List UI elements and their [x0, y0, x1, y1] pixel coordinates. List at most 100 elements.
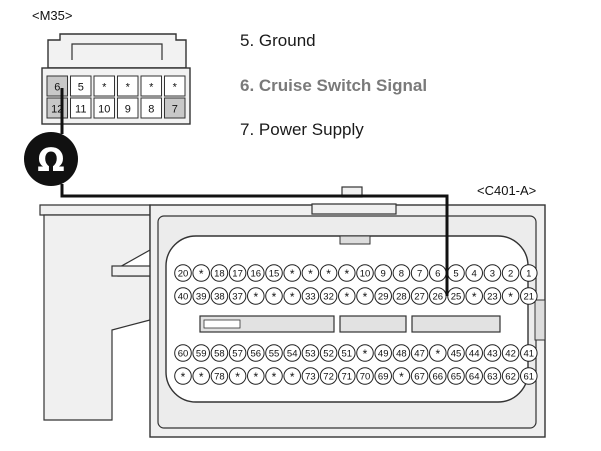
c401-pin-label: 10 — [360, 268, 371, 279]
c401-pin: 66 — [429, 367, 447, 385]
m35-pin: 5 — [70, 75, 92, 97]
c401-pin: 73 — [301, 367, 320, 385]
c401-pin: * — [465, 287, 484, 305]
c401-pin: 9 — [374, 264, 393, 282]
c401-pin: * — [338, 287, 356, 305]
c401-pin: 78 — [210, 367, 229, 385]
c401-pin: 17 — [228, 264, 247, 282]
c401-pin: 4 — [465, 264, 484, 282]
c401-pin-label: 27 — [414, 291, 425, 302]
probe-wire — [60, 88, 449, 296]
c401-pin: 65 — [447, 367, 465, 385]
legend-pin7: 7. Power Supply — [240, 120, 364, 139]
c401-pin: 72 — [319, 367, 338, 385]
c401-pin-label: * — [508, 290, 513, 304]
c401-pin-label: 57 — [232, 348, 243, 359]
c401-pin: 39 — [192, 287, 210, 305]
c401-pin: 15 — [265, 264, 283, 282]
c401-pin-label: 41 — [524, 348, 535, 359]
c401-pin: 61 — [520, 367, 538, 385]
c401-pin-label: 40 — [178, 291, 189, 302]
c401-pin: * — [283, 264, 302, 282]
c401-pin-label: 9 — [381, 268, 386, 279]
c401-pin: 5 — [447, 264, 465, 282]
c401-pin-label: 63 — [487, 371, 498, 382]
c401-pin: 10 — [356, 264, 374, 282]
c401-pin: 63 — [483, 367, 502, 385]
c401-pin: 7 — [410, 264, 429, 282]
c401-pin: 62 — [501, 367, 520, 385]
c401-pin-label: 47 — [414, 348, 425, 359]
c401-pin: 25 — [447, 287, 465, 305]
c401-pin: * — [174, 367, 192, 385]
c401-pin-label: 15 — [269, 268, 280, 279]
c401-pin: 2 — [501, 264, 520, 282]
c401-pin-label: * — [363, 290, 368, 304]
c401-pin: 47 — [410, 344, 429, 362]
c401-pin-label: 20 — [178, 268, 189, 279]
c401-pin: 21 — [520, 287, 538, 305]
c401-pin-label: 71 — [342, 371, 353, 382]
c401-pin-label: 42 — [505, 348, 516, 359]
c401-pin-label: * — [399, 370, 404, 384]
c401-pin: 6 — [429, 264, 447, 282]
c401-pin-label: 38 — [214, 291, 225, 302]
c401-pin-label: 2 — [508, 268, 513, 279]
c401-pin: 28 — [392, 287, 411, 305]
c401-connector-label: <C401-A> — [477, 183, 537, 198]
c401-pin: * — [265, 287, 283, 305]
c401-pin-label: 43 — [487, 348, 498, 359]
c401-pin-label: * — [363, 347, 368, 361]
c401-pin-label: 7 — [417, 268, 422, 279]
c401-pin: * — [356, 344, 374, 362]
c401-pin-label: * — [272, 370, 277, 384]
m35-pin-label: 10 — [98, 104, 110, 116]
c401-pin-label: * — [290, 290, 295, 304]
c401-pin-label: 6 — [435, 268, 440, 279]
c401-pin-label: 52 — [323, 348, 334, 359]
c401-pin-label: * — [272, 290, 277, 304]
c401-pin: 54 — [283, 344, 302, 362]
c401-pin-label: * — [472, 290, 477, 304]
c401-pin-label: 56 — [251, 348, 262, 359]
m35-pin: 12 — [46, 97, 68, 119]
c401-pin-label: * — [235, 370, 240, 384]
c401-pin: 1 — [520, 264, 538, 282]
c401-pin-label: 26 — [433, 291, 444, 302]
c401-pin-label: 69 — [378, 371, 389, 382]
c401-pin: 40 — [174, 287, 192, 305]
m35-pin-label: 8 — [148, 104, 154, 116]
c401-pin-label: 66 — [433, 371, 444, 382]
c401-pin-label: * — [199, 370, 204, 384]
c401-pin: * — [501, 287, 520, 305]
c401-pin-label: 33 — [305, 291, 316, 302]
c401-pin-label: * — [290, 267, 295, 281]
c401-pin-label: 45 — [451, 348, 462, 359]
c401-pin: 16 — [247, 264, 265, 282]
c401-pin: * — [228, 367, 247, 385]
c401-pin: 48 — [392, 344, 411, 362]
c401-pin-label: 3 — [490, 268, 495, 279]
c401-pin-label: 55 — [269, 348, 280, 359]
c401-pin-label: * — [253, 290, 258, 304]
c401-pin-label: 73 — [305, 371, 316, 382]
c401-pin-label: * — [435, 347, 440, 361]
c401-pin: 57 — [228, 344, 247, 362]
c401-pin: 3 — [483, 264, 502, 282]
c401-pin-label: * — [344, 267, 349, 281]
c401-pin-label: 78 — [214, 371, 225, 382]
c401-pin-label: 21 — [524, 291, 535, 302]
c401-pin-label: 44 — [469, 348, 480, 359]
c401-pin-label: 18 — [214, 268, 225, 279]
c401-pin: * — [301, 264, 320, 282]
m35-pin-label: 11 — [75, 104, 86, 116]
c401-pin-label: 1 — [526, 268, 531, 279]
c401-pin-label: * — [308, 267, 313, 281]
m35-pin-label: * — [173, 82, 178, 94]
c401-pin-label: 29 — [378, 291, 389, 302]
legend-pin6: 6. Cruise Switch Signal — [240, 76, 428, 95]
c401-pin: * — [283, 367, 302, 385]
